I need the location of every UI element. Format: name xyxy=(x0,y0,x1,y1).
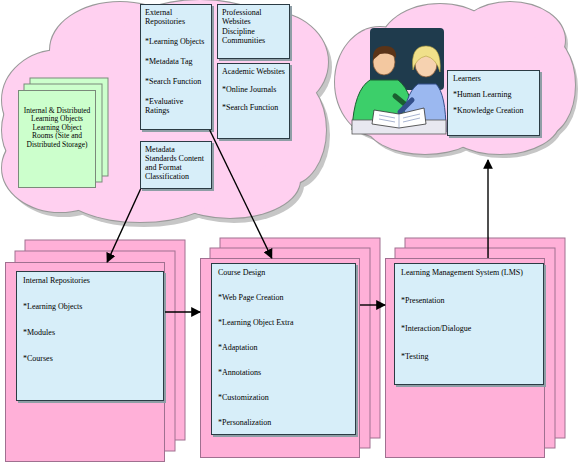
node-item: *Courses xyxy=(23,355,157,364)
page-stack: Internal Repositories *Learning Objects *M… xyxy=(5,262,165,462)
node-heading: Course Design xyxy=(218,269,349,278)
text-panel: Internal Repositories *Learning Objects *M… xyxy=(16,271,164,401)
open-book xyxy=(352,108,446,134)
node-item: *Modules xyxy=(23,329,157,338)
page-stack: Course Design *Web Page Creation *Learning… xyxy=(200,258,360,458)
node-item: *Web Page Creation xyxy=(218,294,349,303)
node-heading: Internal Repositories xyxy=(23,277,157,286)
learner-cloud: Learners *Human Learning *Knowledge Creati… xyxy=(330,0,580,160)
node-item: *Metadata Tag xyxy=(145,58,207,67)
node-heading: External Repositories xyxy=(145,9,207,27)
node-item: *Testing xyxy=(401,353,537,362)
node-heading: Professional Websites xyxy=(222,9,285,27)
repository-cloud xyxy=(2,0,332,227)
text-box: Metadata Standards Content and Format Cl… xyxy=(140,141,212,189)
node-heading: Metadata Standards Content and Format Cl… xyxy=(145,146,207,182)
node-heading: Internal & Distributed Learning Objects … xyxy=(23,107,91,149)
text-box: Academic Websites *Online Journals *Search… xyxy=(217,63,290,139)
node-item: *Knowledge Creation xyxy=(453,107,534,116)
node-item: *Learning Object Extra xyxy=(218,319,349,328)
node-heading: Learners xyxy=(453,75,534,84)
text-box: External Repositories *Learning Objects *M… xyxy=(140,4,212,130)
flow-arrow xyxy=(210,130,272,258)
node-item: *Personalization xyxy=(218,419,349,428)
node-item: *Customization xyxy=(218,394,349,403)
node-item: *Evaluative Ratings xyxy=(145,98,207,116)
node-item: *Presentation xyxy=(401,297,537,306)
flow-arrow xyxy=(107,189,140,262)
text-box: Professional WebsitesDiscipline Communit… xyxy=(217,4,290,59)
page-stack: Learning Management System (LMS) *Present… xyxy=(385,258,545,458)
flow-arrow xyxy=(165,311,200,312)
node-heading: Learning Management System (LMS) xyxy=(401,269,537,278)
node-item: Discipline Communities xyxy=(222,28,285,46)
node-item: *Adaptation xyxy=(218,344,349,353)
node-item: *Online Journals xyxy=(222,86,285,95)
flow-arrow xyxy=(360,304,385,305)
node-item: *Interaction/Dialogue xyxy=(401,325,537,334)
text-panel: Course Design *Web Page Creation *Learning… xyxy=(211,263,356,435)
node-item: *Search Function xyxy=(222,104,285,113)
text-panel: Learning Management System (LMS) *Present… xyxy=(394,263,544,385)
page-node: Internal & Distributed Learning Objects … xyxy=(18,90,96,188)
text-panel: Learners *Human Learning *Knowledge Creati… xyxy=(447,70,540,136)
flow-arrow xyxy=(487,160,488,258)
node-heading: Academic Websites xyxy=(222,68,285,77)
node-item: *Human Learning xyxy=(453,91,534,100)
node-item: *Learning Objects xyxy=(145,38,207,47)
node-item: *Annotations xyxy=(218,369,349,378)
node-item: *Search Function xyxy=(145,78,207,87)
node-item: *Learning Objects xyxy=(23,303,157,312)
